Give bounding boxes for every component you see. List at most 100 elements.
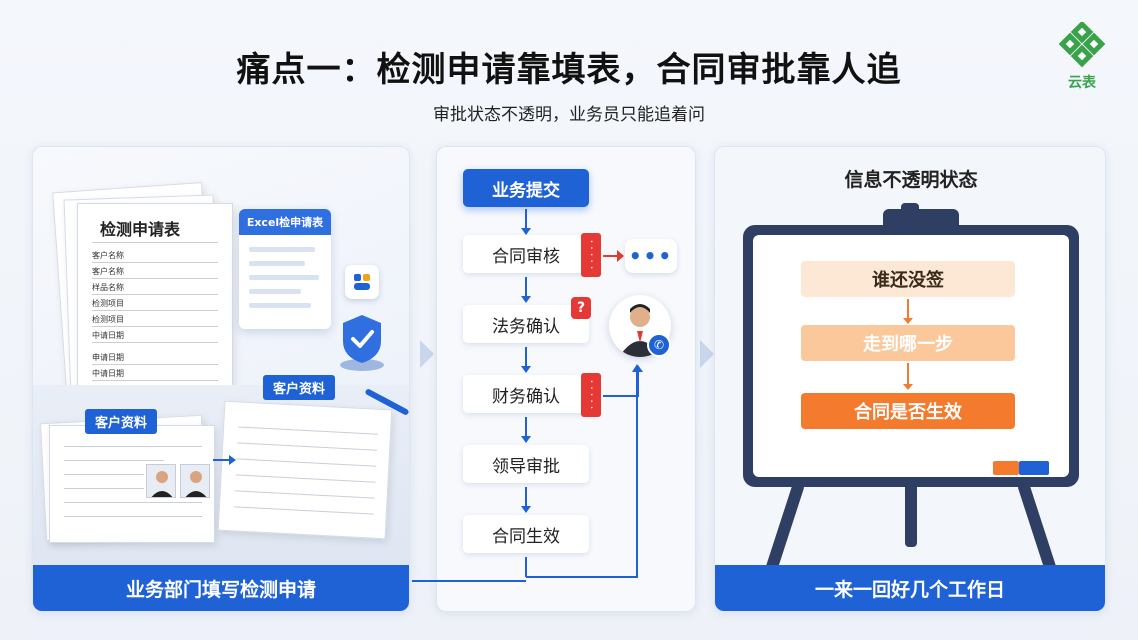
form-label: 检测项目	[92, 315, 124, 324]
doc-line	[238, 426, 378, 435]
doc-line	[233, 506, 374, 515]
application-form: 检测申请表 客户名称 客户名称 样品名称 检测项目 检测项目 中请日期 申请日期…	[77, 203, 233, 399]
excel-line	[249, 289, 301, 294]
flow-arrow	[521, 209, 531, 235]
salesperson-avatar	[609, 295, 671, 357]
board-leg	[905, 481, 917, 547]
doc-line	[234, 490, 375, 499]
orange-marker-icon	[993, 461, 1019, 475]
form-line	[92, 364, 218, 365]
form-divider	[92, 242, 218, 243]
form-line	[92, 310, 218, 311]
alert-arrow-head	[617, 250, 624, 262]
logo-text: 云表	[1068, 75, 1096, 91]
doc-line	[64, 502, 202, 503]
page-title: 痛点一：检测申请靠填表，合同审批靠人追	[236, 50, 902, 90]
form-line	[92, 380, 218, 381]
form-title: 检测申请表	[100, 220, 181, 239]
doc-line	[237, 442, 378, 451]
flow-arrow	[521, 277, 531, 303]
form-label: 客户名称	[92, 267, 124, 276]
chevron-right-icon	[420, 340, 434, 368]
brand-logo: 云表	[1052, 20, 1112, 94]
step-contract-effective: 合同生效	[463, 515, 589, 553]
panel-application: 检测申请表 客户名称 客户名称 样品名称 检测项目 检测项目 中请日期 申请日期…	[32, 146, 410, 612]
form-line	[92, 342, 218, 343]
doc-line	[64, 474, 144, 475]
logo-diamond-icon	[1058, 20, 1106, 68]
form-line	[92, 294, 218, 295]
form-label: 客户名称	[92, 251, 124, 260]
footer-status: 一来一回好几个工作日	[715, 565, 1105, 611]
connector-line	[526, 576, 638, 578]
orange-arrow	[903, 299, 913, 324]
return-line	[637, 371, 639, 397]
doc-line	[64, 446, 202, 447]
person-icon	[619, 304, 661, 357]
person-photo-icon	[151, 471, 173, 497]
customer-photo	[146, 464, 176, 498]
step-legal-confirm: 法务确认	[463, 305, 589, 343]
excel-line	[249, 247, 315, 252]
doc-line	[236, 458, 377, 467]
stuck-tag-icon: • • • • •	[581, 233, 601, 277]
doc-line	[64, 488, 144, 489]
flow-arrow	[521, 347, 531, 373]
panel-approval-flow: 业务提交 合同审核 法务确认 财务确认 领导审批 合同生效 • • • • • …	[436, 146, 696, 612]
step-contract-review: 合同审核	[463, 235, 589, 273]
chevron-right-icon	[700, 340, 714, 368]
doc-line	[64, 516, 202, 517]
connector-line	[412, 580, 526, 582]
customer-photo	[180, 464, 210, 498]
doc-line	[235, 474, 376, 483]
board-step-effective: 合同是否生效	[801, 393, 1015, 429]
form-label: 样品名称	[92, 283, 124, 292]
excel-card-title: Excel检申请表	[239, 209, 331, 235]
blue-marker-icon	[1019, 461, 1049, 475]
board-leg	[765, 481, 805, 573]
board-step-who-unsigned: 谁还没签	[801, 261, 1015, 297]
doc-line	[64, 460, 164, 461]
person-photo-icon	[185, 471, 207, 497]
return-line	[603, 395, 637, 397]
form-line	[92, 278, 218, 279]
customer-doc-right	[217, 400, 393, 540]
form-label: 申请日期	[92, 353, 124, 362]
step-business-submit: 业务提交	[463, 169, 589, 207]
orange-arrow	[903, 363, 913, 390]
alert-arrow	[603, 255, 619, 257]
board-leg	[1017, 481, 1057, 573]
page-subtitle: 审批状态不透明，业务员只能追着问	[433, 105, 705, 125]
step-leader-approve: 领导审批	[463, 445, 589, 483]
app-grid-icon	[354, 274, 370, 290]
excel-line	[249, 303, 311, 308]
excel-line	[249, 275, 319, 280]
form-line	[92, 262, 218, 263]
flow-arrow	[521, 417, 531, 443]
connector-line	[636, 372, 638, 578]
arrow-right-icon	[213, 455, 236, 465]
shield-check-icon	[340, 315, 384, 371]
stuck-tag-icon: • • • • •	[581, 373, 601, 417]
panel-opaque-status: 信息不透明状态 谁还没签 走到哪一步 合同是否生效 一来一回好几个工作日	[714, 146, 1106, 612]
customer-doc-left	[49, 425, 215, 543]
excel-form-card: Excel检申请表	[239, 209, 331, 329]
step-finance-confirm: 财务确认	[463, 375, 589, 413]
form-line	[92, 326, 218, 327]
form-label: 中请日期	[92, 369, 124, 378]
phone-icon: ✆	[647, 333, 671, 357]
chat-bubble-icon: •••	[625, 239, 677, 273]
bottom-connector	[525, 557, 527, 577]
app-icon	[345, 265, 379, 299]
customer-tag-left: 客户资料	[85, 409, 158, 434]
excel-line	[249, 261, 305, 266]
flow-arrow	[521, 487, 531, 513]
footer-application: 业务部门填写检测申请	[33, 565, 409, 611]
form-label: 中请日期	[92, 331, 124, 340]
board-step-which-stage: 走到哪一步	[801, 325, 1015, 361]
customer-tag-right: 客户资料	[263, 375, 336, 400]
question-icon: ?	[571, 297, 591, 319]
form-label: 检测项目	[92, 299, 124, 308]
status-panel-title: 信息不透明状态	[844, 169, 978, 191]
arrow-up-icon	[632, 364, 642, 372]
